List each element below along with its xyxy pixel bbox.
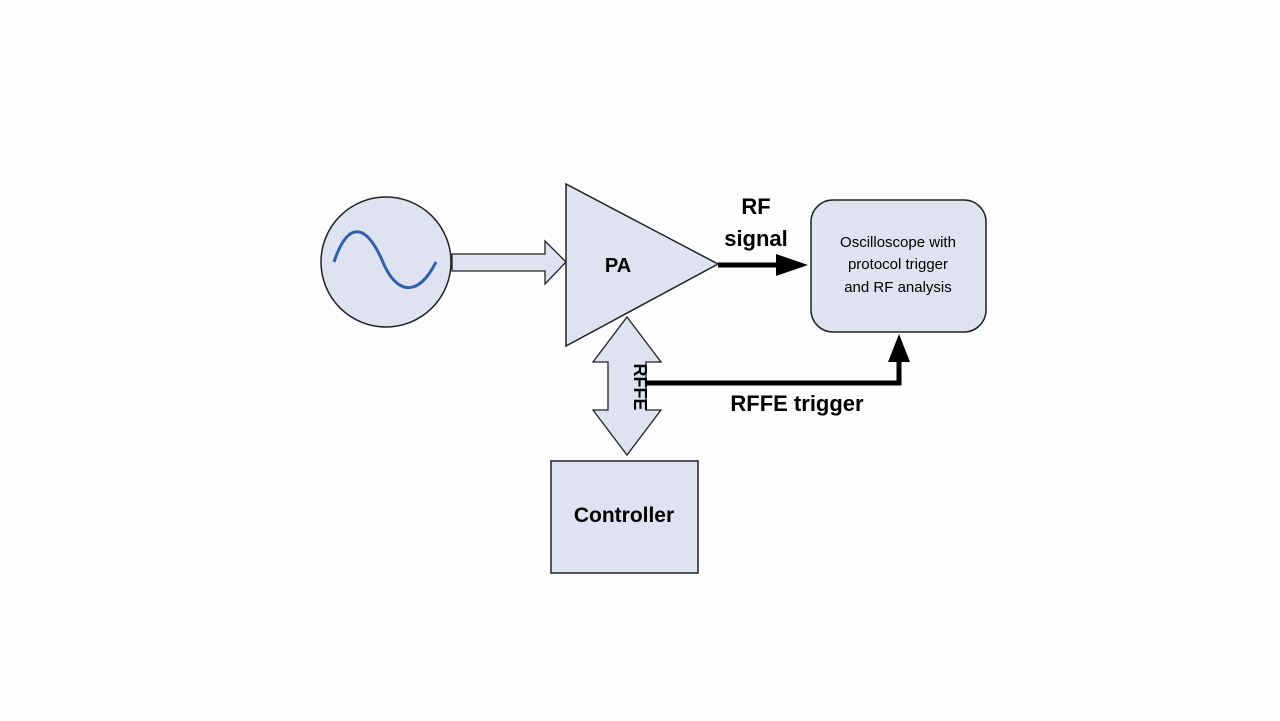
signal-source xyxy=(320,196,452,328)
amplifier-label: PA xyxy=(605,255,631,277)
sine-wave-icon xyxy=(332,230,438,290)
signal-source-circle xyxy=(320,196,452,328)
oscilloscope-box: Oscilloscope with protocol trigger and R… xyxy=(810,199,987,333)
rf-signal-arrowhead xyxy=(776,254,808,276)
rf-signal-label-line2: signal xyxy=(724,226,788,251)
amplifier-triangle xyxy=(565,182,720,348)
rffe-trigger-label: RFFE trigger xyxy=(730,391,864,416)
rffe-bus-label: RFFE xyxy=(630,364,650,411)
oscilloscope-label-line1: Oscilloscope with xyxy=(840,234,956,251)
rffe-trigger-line xyxy=(646,358,902,386)
controller-rect xyxy=(550,460,699,574)
rffe-bus-arrow xyxy=(591,315,663,457)
controller-box: Controller xyxy=(550,460,699,574)
rffe-trigger-arrowhead xyxy=(888,334,910,362)
controller-label: Controller xyxy=(574,504,674,527)
oscilloscope-label-line3: and RF analysis xyxy=(844,279,952,296)
rf-signal-label-line1: RF xyxy=(741,194,770,219)
input-arrow xyxy=(451,239,567,286)
power-amplifier: PA xyxy=(565,182,720,348)
oscilloscope-label-line2: protocol trigger xyxy=(848,256,948,273)
oscilloscope-rect xyxy=(810,199,987,333)
